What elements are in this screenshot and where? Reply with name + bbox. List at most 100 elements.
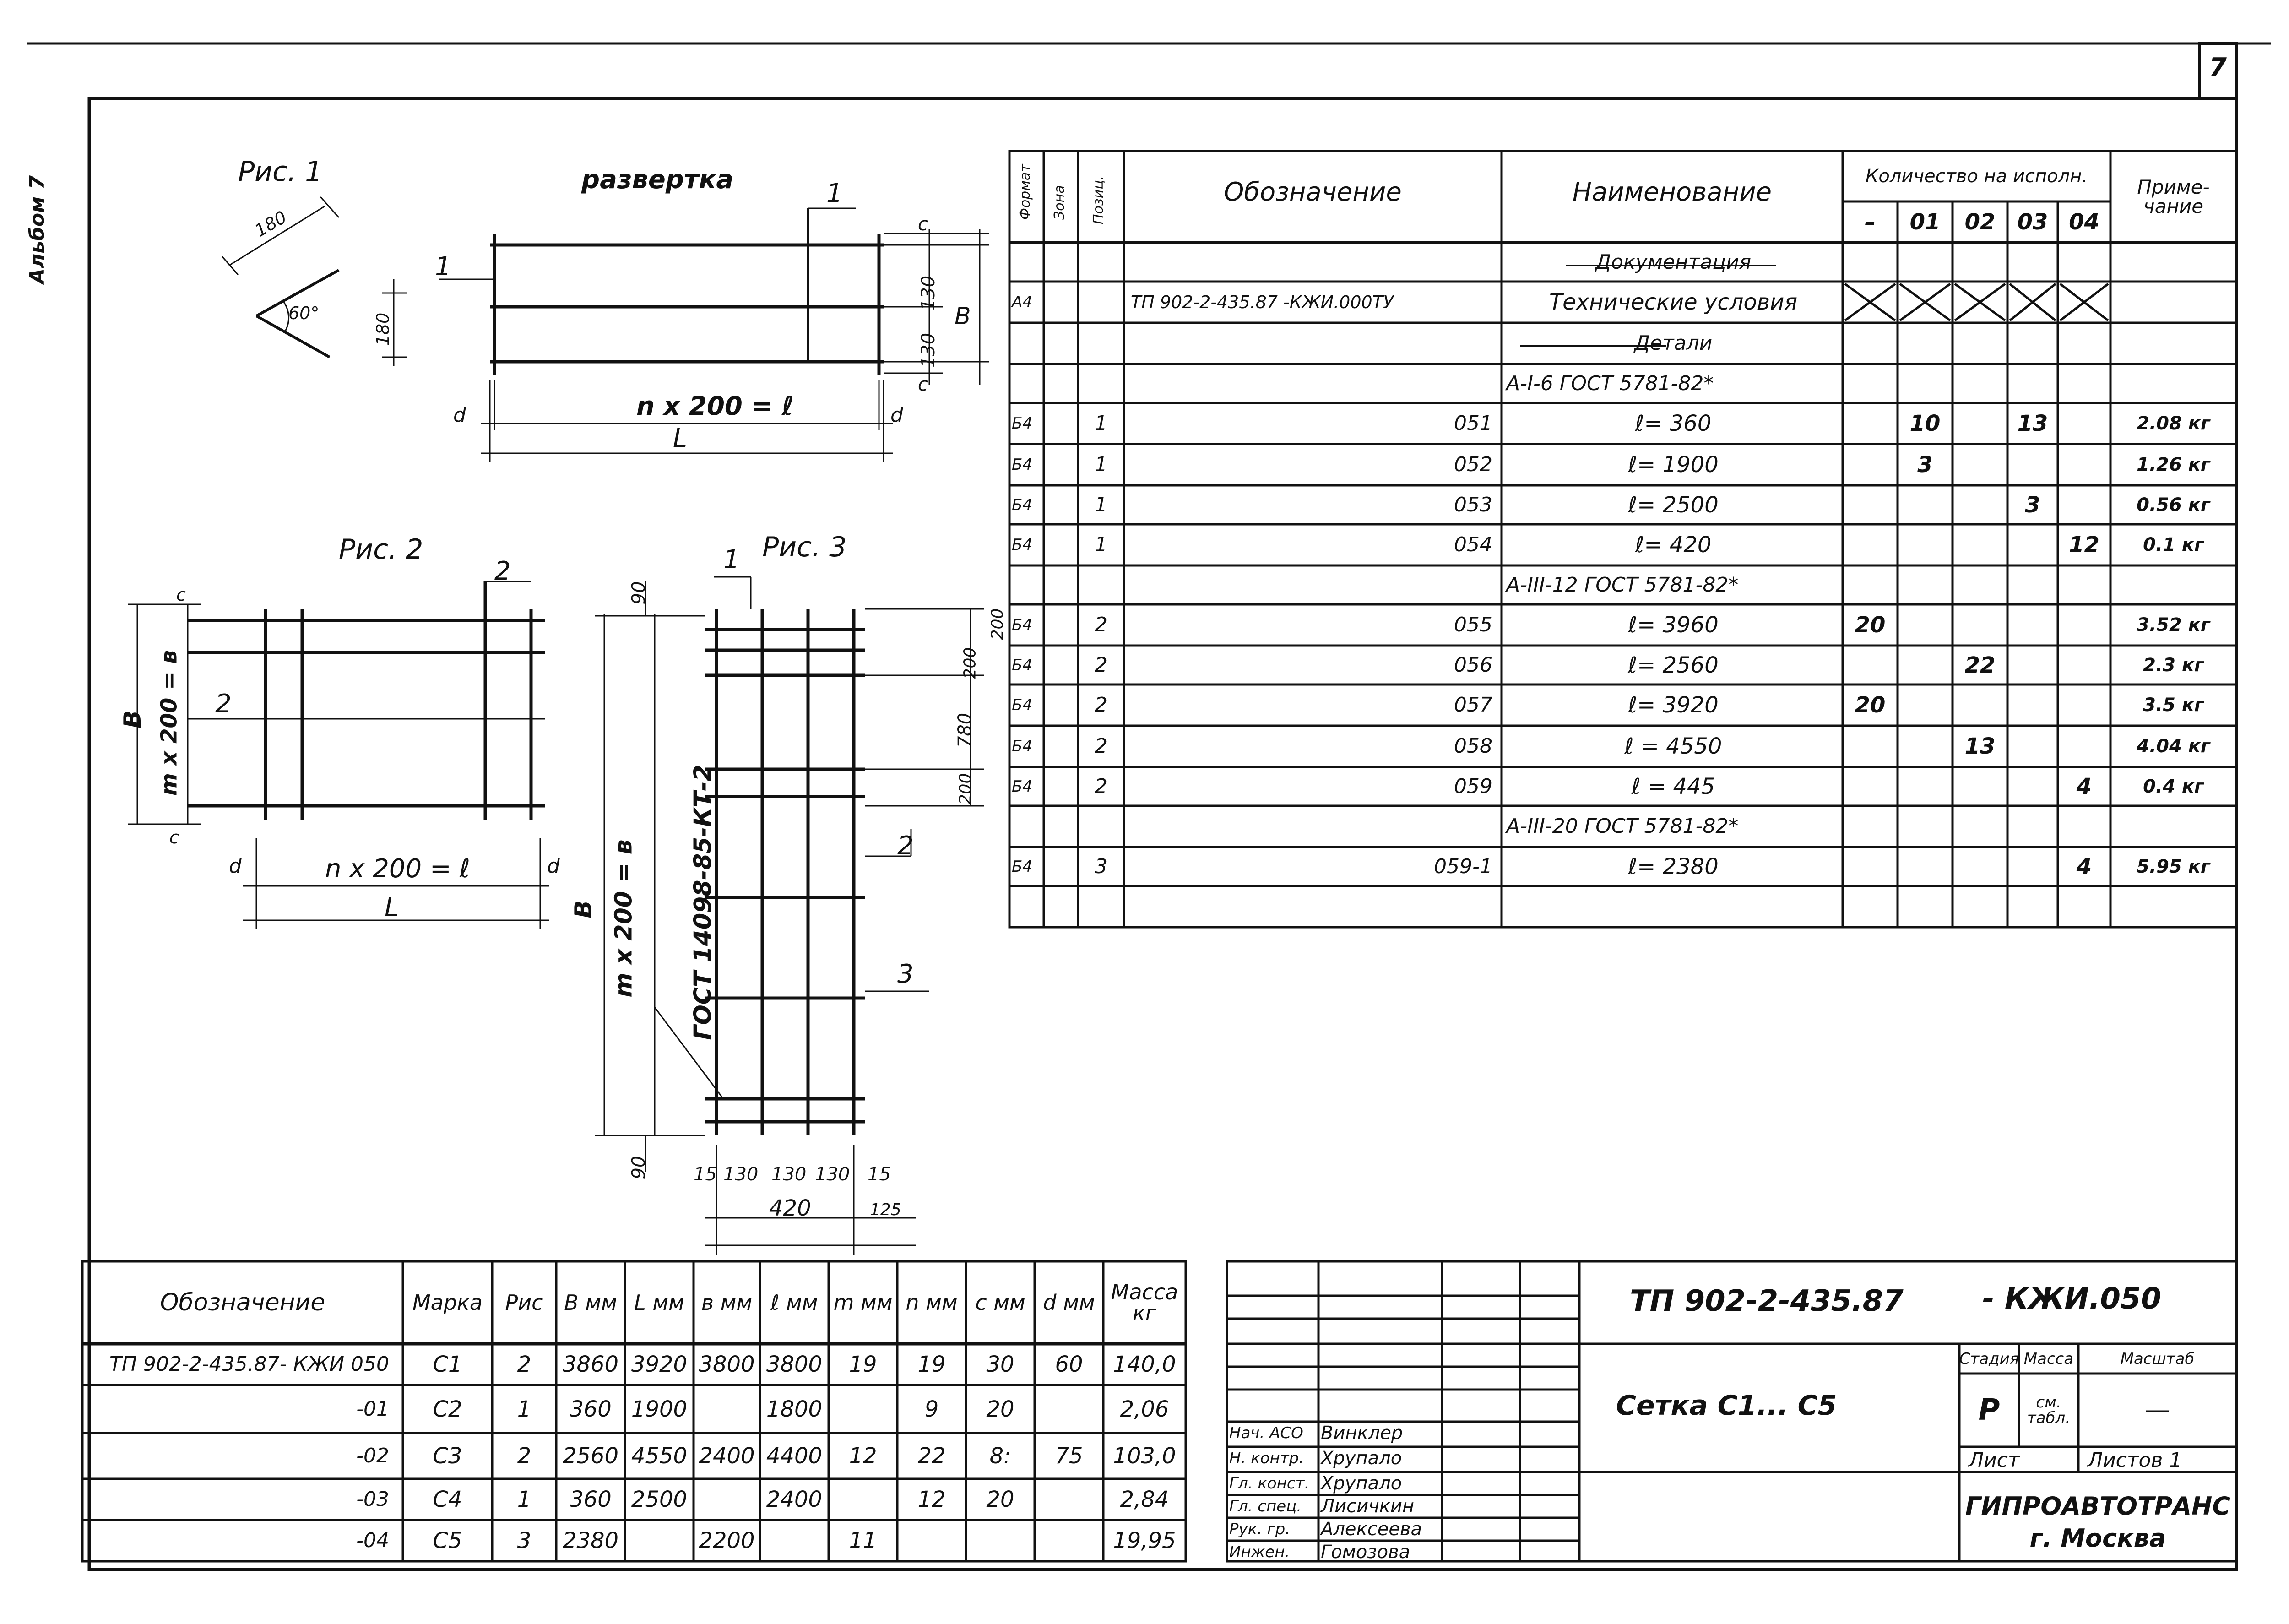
signer-role: Н. контр. [1229,1449,1304,1467]
spec-table-grid [1008,150,2238,929]
spec-qty [1953,886,2007,927]
unfold-pos1b: 1 [435,252,451,282]
spec-qty [2007,847,2058,886]
spec-designation: 055 [1454,613,1492,636]
signer-role: Нач. АСО [1229,1424,1303,1442]
unfold-L: L [673,424,688,453]
mesh-cell [760,1520,829,1561]
fig3-gost: ГОСТ 14098-85-КТ-2 [689,765,717,1040]
spec-pos: 3 [1095,854,1107,878]
spec-format: Б4 [1012,857,1032,876]
mesh-cell: 1 [517,1396,532,1422]
title-block-grid [1226,1260,2238,1563]
mesh-cell: 1800 [766,1396,823,1422]
spec-qty [1843,806,1898,847]
spec-designation: 057 [1454,693,1492,717]
mesh-designation: ТП 902-2-435.87- КЖИ 050 [109,1352,389,1376]
spec-qty [2007,524,2058,565]
unfold-c-bot: c [918,374,928,395]
spec-designation: 056 [1454,653,1492,677]
spec-qty [1898,485,1953,524]
spec-note [2113,806,2234,847]
signer-role: Гл. спец. [1229,1497,1302,1515]
spec-qty [1898,684,1953,726]
spec-qty [1953,444,2007,485]
spec-designation [1131,806,1492,847]
mesh-cell [897,1520,966,1561]
spec-format [1012,323,1044,364]
spec-qty [2007,323,2058,364]
mesh-col-header: d мм [1043,1290,1095,1315]
mesh-col-header: Марка [412,1290,483,1315]
mesh-cell: 1900 [631,1396,688,1422]
unfold-formula: n x 200 = ℓ [636,391,794,421]
fig2-vformula: m x 200 = в [156,650,182,796]
spec-qty [1843,323,1898,364]
spec-designation: 059-1 [1434,854,1492,878]
spec-qty-col-header: 01 [1909,209,1941,235]
mesh-col-header: m мм [833,1290,893,1315]
mesh-cell: 3920 [631,1352,688,1377]
mesh-cell: 19,95 [1113,1528,1176,1553]
spec-qty [2007,726,2058,767]
spec-qty [1898,364,1953,403]
spec-pos: 2 [1095,653,1107,677]
spec-pos [1078,886,1124,927]
spec-qty [1953,684,2007,726]
mesh-col-header: n мм [906,1290,958,1315]
fig3-pos2: 2 [897,831,914,861]
spec-note [2113,282,2234,323]
fig3-b130b: 130 [771,1164,807,1185]
spec-qty: 12 [2069,532,2099,558]
spec-pos [1078,364,1124,403]
fig1-drawing [221,196,407,366]
spec-qty [2007,282,2058,323]
mesh-cell: 30 [986,1352,1014,1377]
spec-note: 0.1 кг [2143,534,2204,555]
spec-designation: 053 [1454,493,1492,516]
fig1-dim-180b: 180 [373,312,393,346]
spec-qty [1898,806,1953,847]
spec-h-note: Приме-чание [2137,176,2210,217]
fig3-title: Рис. 3 [762,531,847,563]
spec-pos: 1 [1095,453,1107,476]
spec-format [1012,565,1044,604]
spec-format [1012,886,1044,927]
mesh-cell: 22 [917,1443,946,1469]
spec-qty [2007,886,2058,927]
signer-name: Хрупало [1321,1473,1402,1494]
spec-note: 2.08 кг [2137,413,2210,434]
spec-format: Б4 [1012,616,1032,634]
fig2-d-left: d [229,854,242,878]
spec-qty [1953,485,2007,524]
mesh-cell: С5 [433,1528,462,1553]
spec-pos [1078,323,1124,364]
spec-qty [1898,243,1953,282]
mesh-cell [694,1385,760,1433]
fig3-b125: 125 [870,1200,901,1219]
mesh-cell: 2380 [562,1528,619,1553]
mesh-cell: 360 [570,1396,612,1422]
spec-qty [1843,403,1898,444]
mass-value: см. табл. [2027,1393,2071,1427]
spec-qty [1953,565,2007,604]
spec-qty [2058,444,2110,485]
spec-designation: 058 [1454,734,1492,758]
spec-pos [1078,243,1124,282]
spec-note: 3.52 кг [2137,614,2210,635]
spec-note [2113,886,2234,927]
signer-name: Алексеева [1321,1519,1422,1540]
spec-qty [2058,806,2110,847]
fig2-drawing [128,581,549,929]
mesh-cell: 4550 [631,1443,688,1469]
spec-name: ℓ= 420 [1635,532,1712,558]
spec-qty [2007,565,2058,604]
mesh-cell: 75 [1055,1443,1083,1469]
spec-qty [1953,364,2007,403]
mesh-cell: 360 [570,1487,612,1512]
spec-note: 4.04 кг [2137,736,2210,757]
sheets-label: Листов 1 [2088,1449,2182,1472]
spec-name: ℓ= 360 [1635,411,1712,436]
mesh-cell: С2 [433,1396,462,1422]
spec-qty [2058,726,2110,767]
